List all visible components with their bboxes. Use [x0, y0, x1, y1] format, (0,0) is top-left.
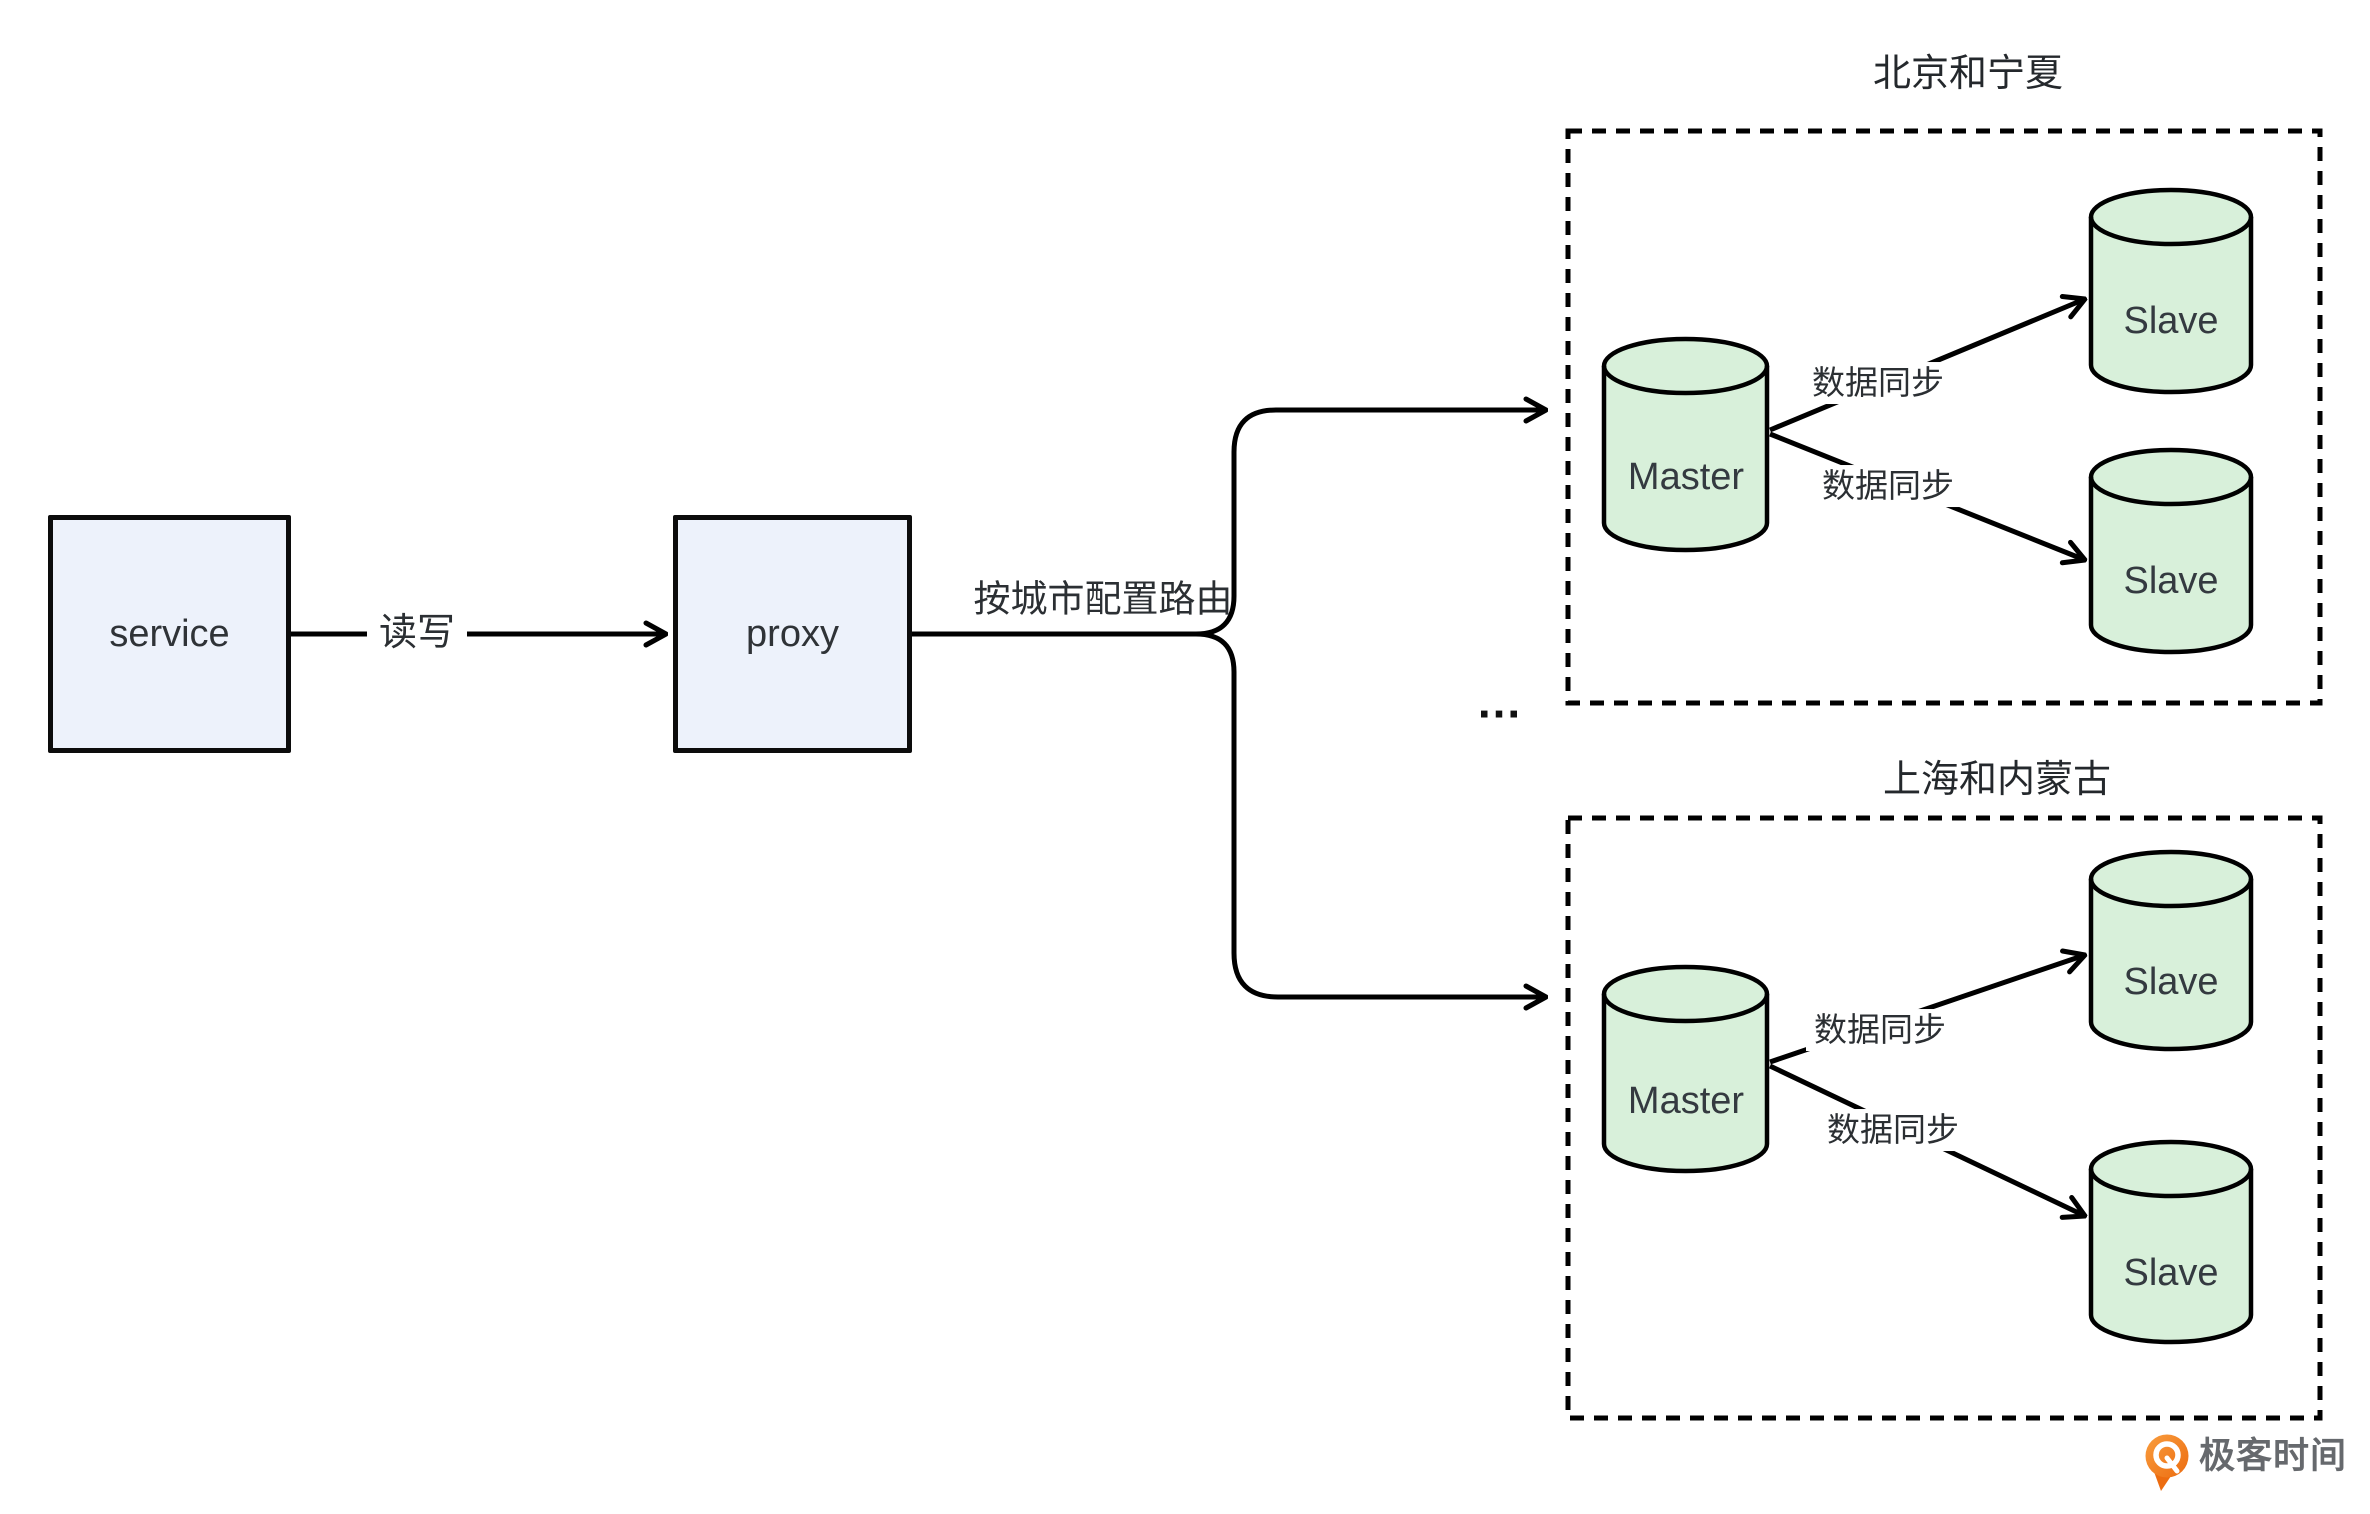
region1-slave2-cylinder	[2088, 447, 2254, 655]
region1-slave1-cylinder	[2088, 187, 2254, 395]
region1-slave2-label: Slave	[2123, 560, 2219, 603]
region2-slave2-label: Slave	[2123, 1252, 2219, 1295]
region1-sync-label-top: 数据同步	[1804, 362, 1952, 404]
region2-master-cylinder	[1601, 964, 1770, 1174]
region2-sync-label-top: 数据同步	[1806, 1009, 1954, 1051]
proxy-node: proxy	[673, 515, 912, 753]
region2-dashed-border	[1565, 815, 2323, 1421]
region1-title: 北京和宁夏	[1872, 53, 2064, 96]
brand-logo-text: 极客时间	[2198, 1434, 2348, 1476]
read-write-edge-label: 读写	[366, 610, 468, 658]
region1-master-label: Master	[1627, 456, 1745, 499]
more-regions-ellipsis: ...	[1477, 675, 1523, 728]
route-by-city-edge-label: 按城市配置路由	[973, 578, 1233, 620]
proxy-branch-bottom-arrow	[912, 631, 1546, 997]
region2-master-label: Master	[1627, 1080, 1745, 1123]
proxy-node-label: proxy	[746, 612, 839, 655]
region1-slave1-label: Slave	[2123, 300, 2219, 343]
region2-slave2-cylinder	[2088, 1139, 2254, 1345]
region2-slave1-cylinder	[2088, 849, 2254, 1052]
region2-sync-label-bottom: 数据同步	[1819, 1109, 1967, 1151]
proxy-branch-top-arrow	[912, 410, 1546, 637]
region1-sync-label-bottom: 数据同步	[1814, 465, 1962, 507]
region1-master-cylinder	[1601, 336, 1770, 553]
region2-title: 上海和内蒙古	[1882, 759, 2112, 802]
service-node-label: service	[109, 612, 230, 655]
region2-slave1-label: Slave	[2123, 961, 2219, 1004]
service-node: service	[48, 515, 291, 753]
region1-dashed-border	[1565, 128, 2323, 706]
brand-logo-icon	[2145, 1434, 2189, 1491]
